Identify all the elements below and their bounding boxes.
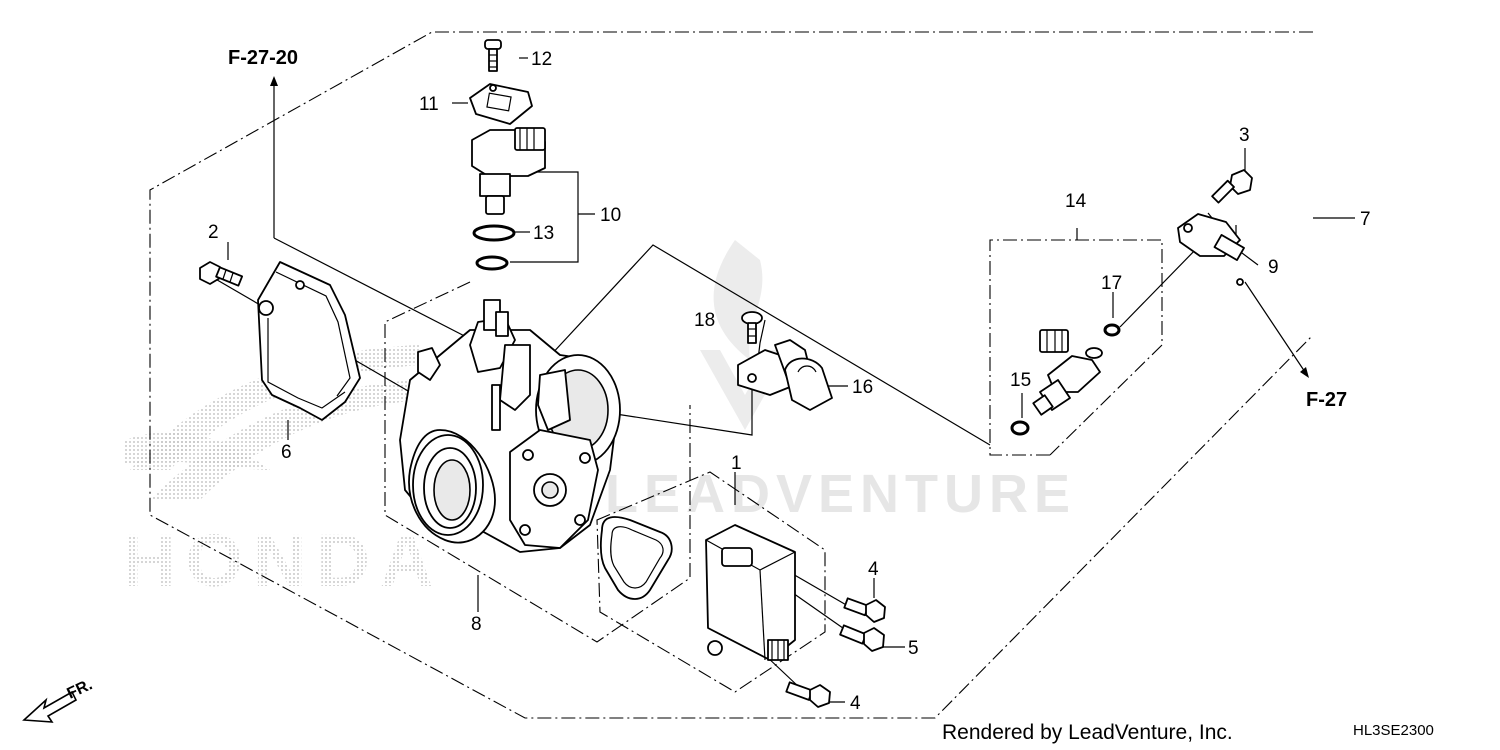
- leadventure-watermark-text: LEADVENTURE: [605, 464, 1076, 524]
- callout-2[interactable]: 2: [208, 222, 219, 243]
- callout-15[interactable]: 15: [1010, 370, 1031, 391]
- callout-9[interactable]: 9: [1268, 257, 1279, 278]
- sensor-unit-boundary: [596, 471, 826, 693]
- part-8-throttle-body: [399, 299, 621, 553]
- part-4-bolt-upper: [843, 597, 886, 623]
- main-assembly-boundary: [149, 31, 1314, 719]
- reference-f-27[interactable]: F-27: [1306, 389, 1347, 411]
- callout-11[interactable]: 11: [419, 94, 439, 115]
- throttle-body-boundary: [384, 281, 691, 643]
- honda-watermark-text: HONDA: [122, 519, 443, 602]
- part-15-seal: [1010, 420, 1030, 436]
- part-11-plate: [469, 83, 533, 125]
- part-5-bolt: [839, 624, 885, 652]
- callout-18[interactable]: 18: [694, 310, 715, 331]
- injector-boundary: [989, 239, 1163, 456]
- callouts: 1 2 3 4 4 5 6 7 8 9 10 11 12 13 14 15 17…: [208, 49, 1371, 714]
- callout-14[interactable]: 14: [1065, 191, 1087, 212]
- front-label: FR.: [65, 676, 96, 702]
- callout-6[interactable]: 6: [281, 442, 292, 463]
- honda-watermark: HONDA: [122, 345, 443, 602]
- part-17-seal: [1103, 323, 1121, 337]
- arrow-icon: [22, 690, 78, 723]
- part-6-cover: [257, 261, 361, 421]
- o-ring-lower: [475, 255, 509, 271]
- leadventure-watermark: LEADVENTURE: [605, 240, 1076, 524]
- assembly-boundaries: [149, 31, 1314, 719]
- callout-10[interactable]: 10: [600, 205, 621, 226]
- part-2-bolt: [199, 261, 244, 287]
- part-3-bolt: [1211, 169, 1253, 204]
- front-direction-indicator: FR.: [22, 676, 96, 723]
- callout-7[interactable]: 7: [1360, 209, 1371, 230]
- callout-13[interactable]: 13: [533, 223, 554, 244]
- part-18-screw: [741, 311, 763, 344]
- diagram-code: HL3SE2300: [1353, 722, 1434, 739]
- callout-8[interactable]: 8: [471, 614, 482, 635]
- callout-4-lower[interactable]: 4: [850, 693, 861, 714]
- callout-5[interactable]: 5: [908, 638, 919, 659]
- part-12-screw: [484, 39, 502, 72]
- part-10-sensor: [471, 127, 546, 215]
- part-14-injector: [1032, 329, 1103, 416]
- part-9-fuel-joint: [1177, 213, 1245, 286]
- callout-16[interactable]: 16: [852, 377, 873, 398]
- callout-1[interactable]: 1: [731, 453, 742, 474]
- callout-12[interactable]: 12: [531, 49, 552, 70]
- part-16-bracket: [737, 339, 833, 411]
- part-4-bolt-lower: [785, 681, 831, 708]
- part-13-o-ring: [472, 224, 516, 242]
- callout-4-upper[interactable]: 4: [868, 559, 879, 580]
- part-1-sensor-unit: [599, 516, 796, 661]
- credit-text: Rendered by LeadVenture, Inc.: [942, 721, 1233, 744]
- callout-3[interactable]: 3: [1239, 125, 1250, 146]
- callout-17[interactable]: 17: [1101, 273, 1122, 294]
- reference-f-27-20[interactable]: F-27-20: [228, 47, 298, 69]
